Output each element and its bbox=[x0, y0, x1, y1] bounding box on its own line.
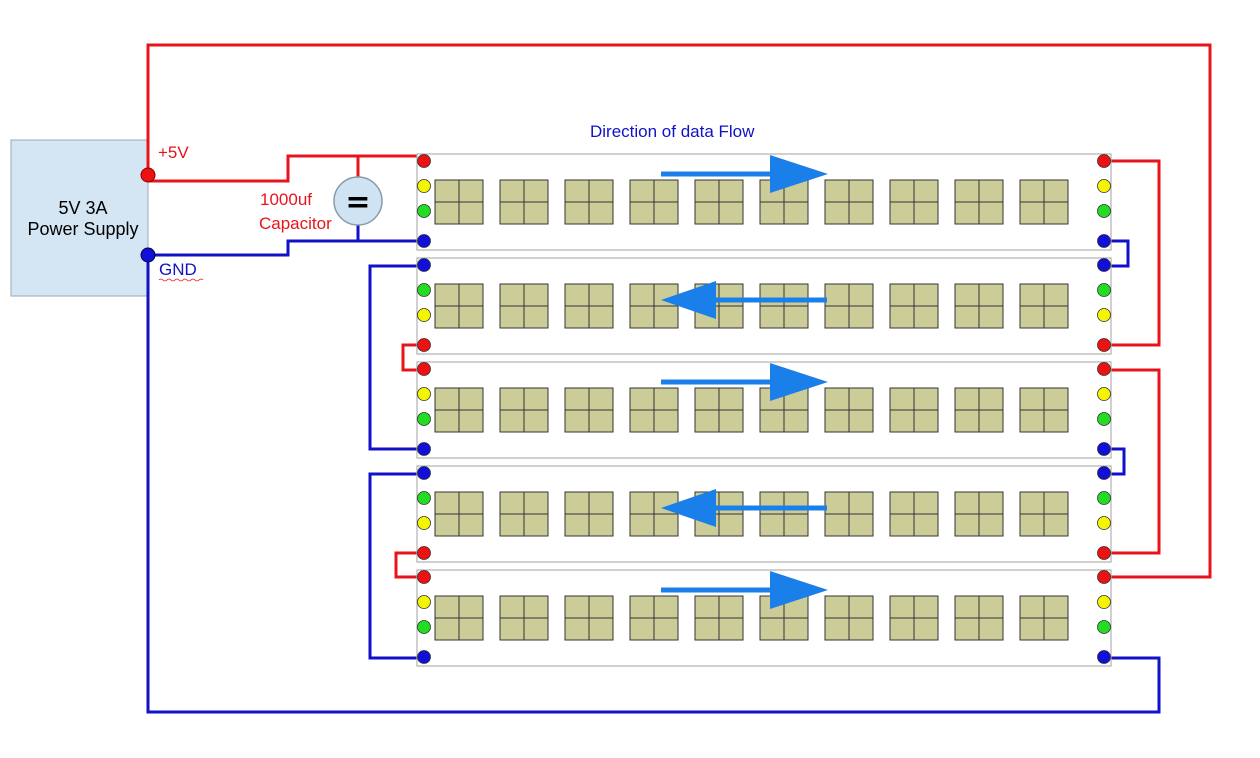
power-supply-box bbox=[10, 139, 149, 297]
capacitor-value-label: 1000uf bbox=[260, 190, 312, 209]
led-strip-5 bbox=[416, 569, 1112, 667]
pin-right-red bbox=[1097, 570, 1111, 584]
wire-gnd-7 bbox=[368, 472, 424, 660]
arrow-right-head bbox=[770, 155, 828, 193]
pin-left-yellow bbox=[417, 595, 431, 609]
plus5v-label: +5V bbox=[158, 143, 189, 162]
pin-right-green bbox=[1097, 491, 1111, 505]
pin-left-red bbox=[417, 154, 431, 168]
wire-5v-1 bbox=[146, 43, 1212, 579]
arrow-left-head bbox=[661, 281, 716, 319]
pin-left-blue bbox=[417, 258, 431, 272]
wire-gnd-2 bbox=[148, 239, 424, 257]
pin-left-green bbox=[417, 620, 431, 634]
arrow-right-head bbox=[770, 571, 828, 609]
power-supply-line1: 5V 3A bbox=[58, 198, 107, 218]
pin-left-blue bbox=[417, 466, 431, 480]
pin-right-red bbox=[1097, 362, 1111, 376]
wire-gnd-6 bbox=[368, 264, 424, 451]
wire-5v-5 bbox=[1104, 368, 1161, 555]
wire-gnd-5 bbox=[1104, 447, 1126, 476]
pin-left-red bbox=[417, 570, 431, 584]
wire-5v-2 bbox=[148, 154, 424, 183]
psu-terminal-gnd bbox=[140, 247, 156, 263]
pin-right-red bbox=[1097, 154, 1111, 168]
pin-right-blue bbox=[1097, 258, 1111, 272]
led-strip-4 bbox=[416, 465, 1112, 563]
pin-right-green bbox=[1097, 412, 1111, 426]
capacitor: = bbox=[333, 176, 383, 226]
pin-right-red bbox=[1097, 546, 1111, 560]
pin-left-blue bbox=[417, 442, 431, 456]
data-flow-arrows bbox=[661, 155, 828, 609]
pin-left-red bbox=[417, 546, 431, 560]
pin-left-red bbox=[417, 362, 431, 376]
wire-5v-7 bbox=[394, 551, 424, 579]
pin-left-green bbox=[417, 491, 431, 505]
pin-right-blue bbox=[1097, 466, 1111, 480]
pin-left-yellow bbox=[417, 516, 431, 530]
arrow-right-head bbox=[770, 363, 828, 401]
pin-right-green bbox=[1097, 204, 1111, 218]
led-strip-2 bbox=[416, 257, 1112, 355]
wire-gnd-1 bbox=[146, 255, 1161, 714]
capacitor-equals-sign: = bbox=[345, 185, 370, 220]
wires bbox=[140, 43, 1212, 714]
spellcheck-squiggle bbox=[158, 278, 204, 282]
pin-right-yellow bbox=[1097, 179, 1111, 193]
pin-left-yellow bbox=[417, 179, 431, 193]
pin-right-blue bbox=[1097, 234, 1111, 248]
pin-right-blue bbox=[1097, 442, 1111, 456]
pin-right-yellow bbox=[1097, 516, 1111, 530]
pin-right-yellow bbox=[1097, 387, 1111, 401]
pin-left-green bbox=[417, 204, 431, 218]
psu-terminal-5v bbox=[140, 167, 156, 183]
pin-right-yellow bbox=[1097, 595, 1111, 609]
power-supply-line2: Power Supply bbox=[27, 219, 138, 239]
pin-right-green bbox=[1097, 283, 1111, 297]
pin-right-blue bbox=[1097, 650, 1111, 664]
power-supply: 5V 3A Power Supply bbox=[10, 139, 149, 297]
wire-5v-6 bbox=[401, 343, 424, 372]
pin-left-yellow bbox=[417, 387, 431, 401]
led-strip-1 bbox=[416, 153, 1112, 251]
arrow-left-head bbox=[661, 489, 716, 527]
led-strips bbox=[416, 153, 1112, 667]
pin-left-yellow bbox=[417, 308, 431, 322]
capacitor-name-label: Capacitor bbox=[259, 214, 332, 233]
capacitor-symbol bbox=[333, 176, 383, 226]
pin-right-green bbox=[1097, 620, 1111, 634]
pin-left-red bbox=[417, 338, 431, 352]
data-flow-title: Direction of data Flow bbox=[590, 122, 755, 141]
wire-5v-4 bbox=[1104, 159, 1161, 347]
wire-gnd-4 bbox=[1104, 239, 1130, 268]
gnd-label: GND bbox=[159, 260, 197, 279]
pin-left-blue bbox=[417, 650, 431, 664]
pin-right-red bbox=[1097, 338, 1111, 352]
pin-left-green bbox=[417, 283, 431, 297]
pin-right-yellow bbox=[1097, 308, 1111, 322]
pin-left-green bbox=[417, 412, 431, 426]
led-strip-3 bbox=[416, 361, 1112, 459]
pin-left-blue bbox=[417, 234, 431, 248]
